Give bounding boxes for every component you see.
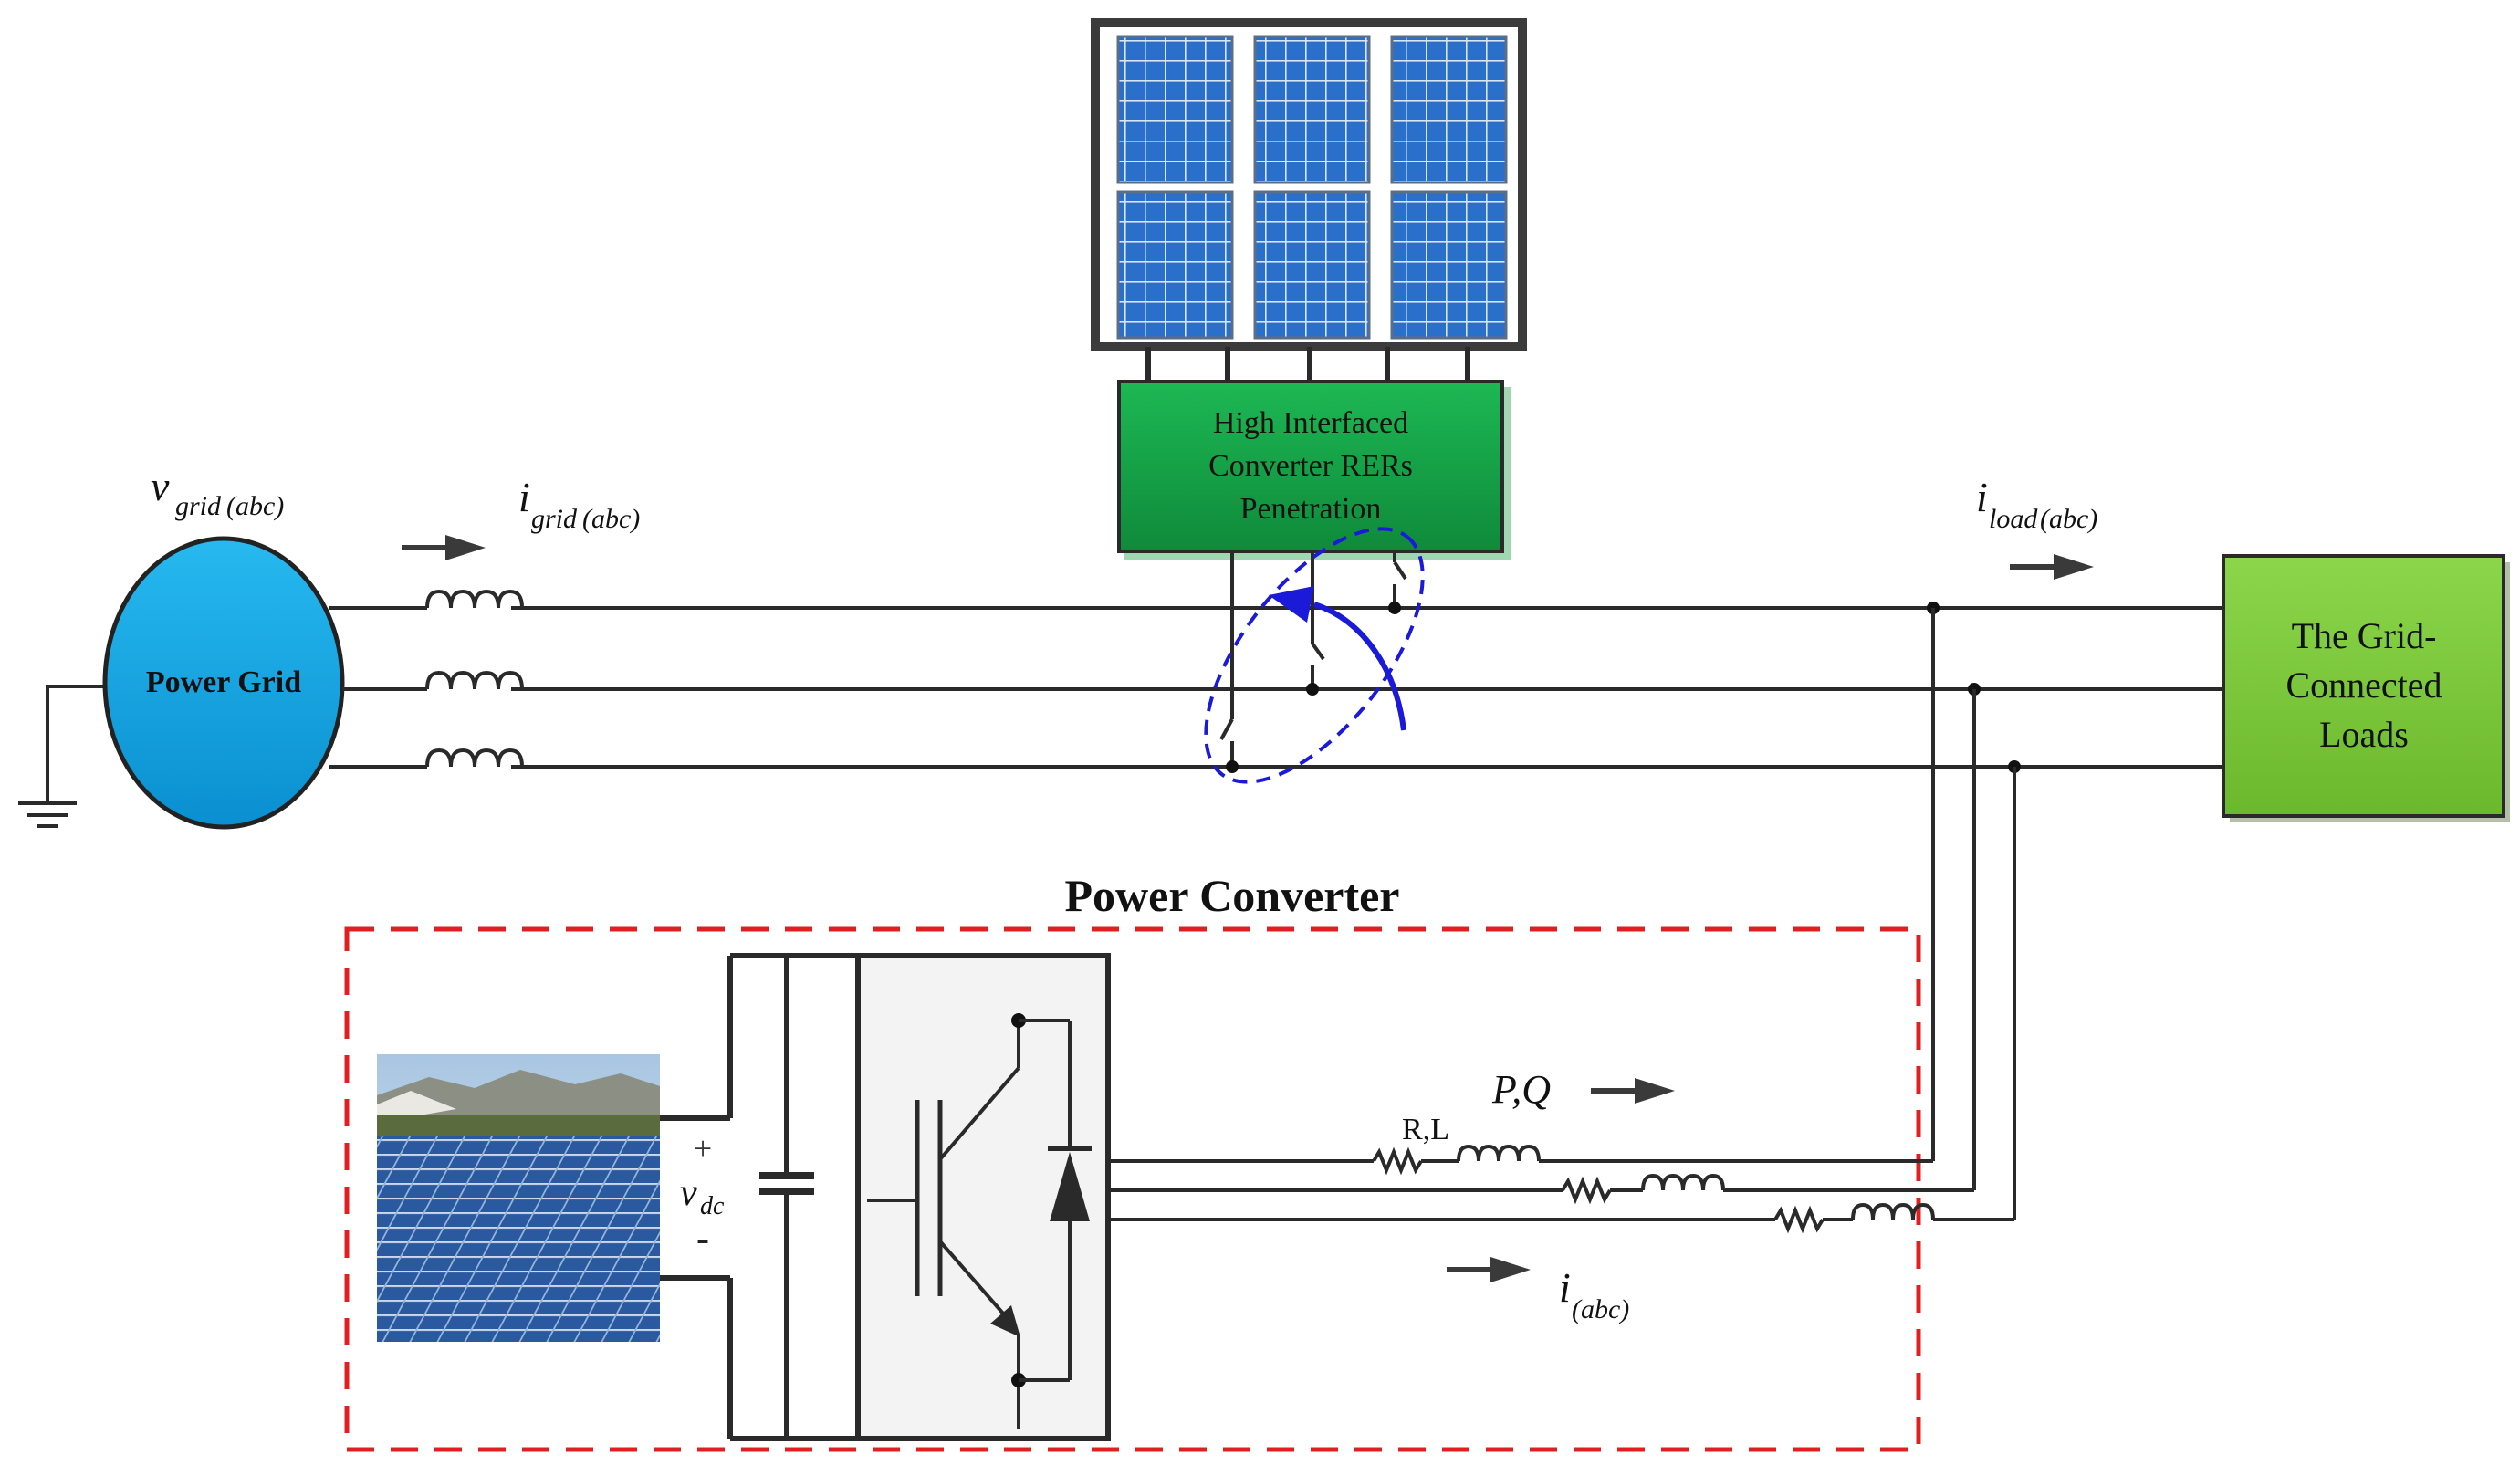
grid-connected-loads: The Grid- Connected Loads: [2222, 554, 2510, 822]
loads-label-line1: The Grid-: [2292, 615, 2437, 656]
power-converter-boundary: [344, 926, 1921, 1452]
load-junctions: [1927, 602, 2021, 1220]
i-grid-label: i grid (abc): [518, 474, 640, 534]
vdc-label: v dc: [680, 1172, 725, 1220]
vdc-minus: -: [696, 1218, 709, 1260]
svg-text:v: v: [680, 1172, 697, 1214]
diode-icon: [1048, 1021, 1092, 1380]
i-conv-arrow: [1447, 1257, 1531, 1282]
pq-arrow: [1591, 1078, 1675, 1104]
i-grid-arrow: [402, 535, 486, 560]
capacitor-icon: [759, 956, 814, 1439]
ground-icon: [18, 685, 108, 828]
svg-text:i: i: [1976, 474, 1988, 520]
i-load-label: i load (abc): [1976, 474, 2097, 534]
power-converter-title: Power Converter: [1065, 870, 1400, 921]
svg-text:dc: dc: [700, 1192, 725, 1220]
power-grid-source: Power Grid: [102, 536, 345, 830]
dc-link: [660, 953, 858, 1441]
rer-converter-box: High Interfaced Converter RERs Penetrati…: [1117, 380, 1511, 560]
svg-text:(abc): (abc): [226, 491, 284, 521]
rer-label-line1: High Interfaced: [1213, 406, 1408, 440]
switching-device: [855, 953, 1111, 1441]
svg-text:v: v: [151, 463, 170, 509]
pq-label: P,Q: [1491, 1067, 1551, 1112]
power-grid-label: Power Grid: [146, 665, 301, 699]
svg-text:(abc): (abc): [582, 504, 640, 534]
three-phase-bus: [329, 589, 2225, 769]
svg-text:grid: grid: [531, 504, 578, 534]
igbt-transistor-icon: [867, 1013, 1070, 1429]
rer-label-line3: Penetration: [1240, 492, 1382, 526]
solar-farm-photo-icon: [377, 1054, 660, 1342]
rer-label-line2: Converter RERs: [1208, 449, 1413, 483]
svg-text:i: i: [518, 474, 530, 520]
vdc-plus: +: [694, 1130, 712, 1167]
output-filter: [1108, 1144, 2014, 1234]
svg-text:(abc): (abc): [2040, 504, 2097, 534]
i-load-arrow: [2010, 554, 2094, 580]
rer-switches: [1219, 551, 1407, 773]
svg-text:i: i: [1559, 1264, 1571, 1311]
i-conv-label: i (abc): [1559, 1264, 1629, 1324]
loads-label-line3: Loads: [2319, 714, 2409, 755]
v-grid-label: v grid (abc): [151, 463, 284, 521]
rl-label: R,L: [1402, 1113, 1449, 1146]
switch-indicator: [1204, 527, 1425, 784]
svg-text:grid: grid: [175, 491, 222, 521]
loads-label-line2: Connected: [2285, 665, 2442, 706]
solar-panel-array-icon: [1091, 18, 1527, 383]
svg-text:load: load: [1989, 504, 2038, 534]
svg-text:(abc): (abc): [1572, 1294, 1629, 1324]
